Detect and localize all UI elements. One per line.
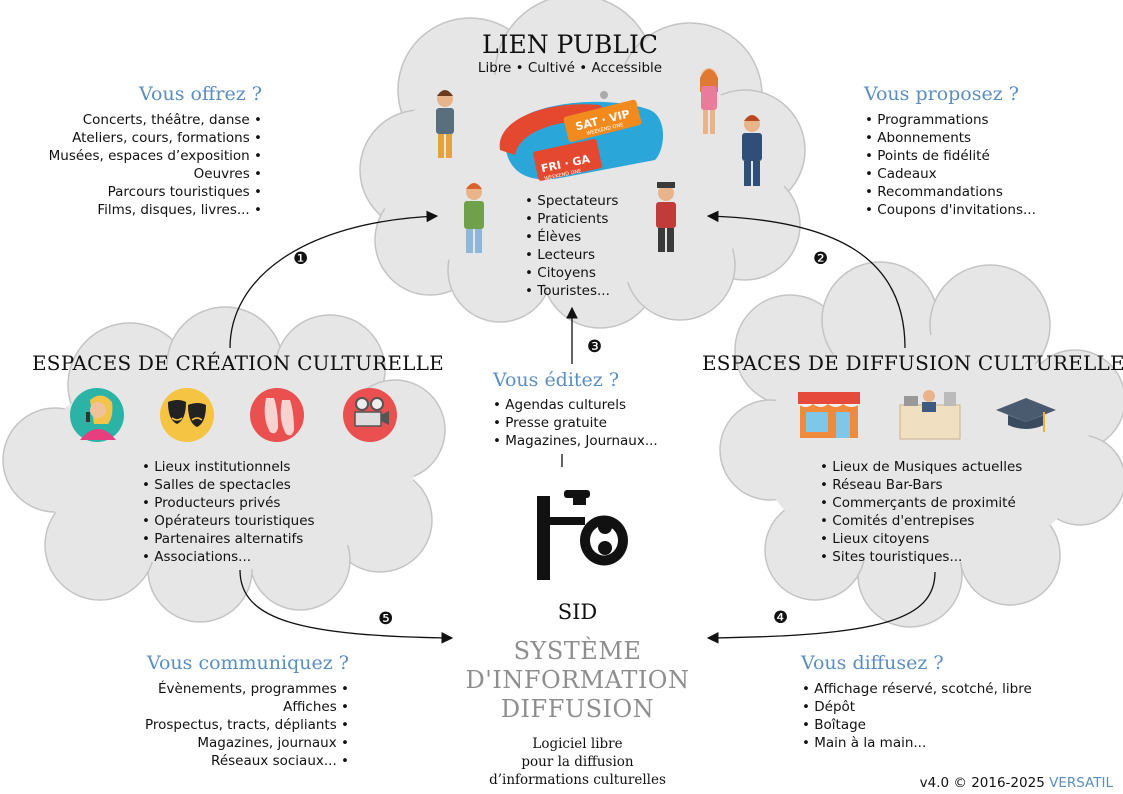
diffusion-list: Lieux de Musiques actuelles Réseau Bar-B… [820, 458, 1022, 566]
person-1-icon [436, 90, 454, 158]
sid-desc-line: Logiciel libre [532, 736, 623, 752]
list-item: Comités d'entrepises [820, 512, 1022, 530]
arrow-1 [229, 210, 439, 349]
list-item: Parcours touristiques [20, 183, 262, 201]
list-item: Lieux institutionnels [142, 458, 315, 476]
list-item: Salles de spectacles [142, 476, 315, 494]
list-item: Oeuvres [20, 165, 262, 183]
list-item: Cadeaux [865, 165, 1036, 183]
offer-heading: Vous offrez ? [139, 83, 262, 105]
communicate-heading: Vous communiquez ? [147, 652, 349, 674]
diffuse-heading: Vous diffusez ? [801, 652, 944, 674]
step-5-badge: ❺ [378, 609, 394, 629]
desk-icon [899, 390, 961, 440]
sid-logo-label: SID [557, 600, 598, 624]
list-item: Opérateurs touristiques [142, 512, 314, 530]
person-5-icon [656, 182, 676, 252]
sid-logo [537, 490, 628, 580]
communicate-list: Évènements, programmes Affiches Prospect… [60, 680, 349, 770]
list-item: Prospectus, tracts, dépliants [60, 716, 349, 734]
step-4-badge: ❹ [773, 608, 789, 628]
list-item: Évènements, programmes [60, 680, 349, 698]
list-item: Élèves [525, 228, 618, 246]
public-title: LIEN PUBLIC [482, 30, 658, 59]
step-2-badge: ❷ [813, 249, 829, 269]
list-item: Touristes... [525, 282, 618, 300]
list-item: Partenaires alternatifs [142, 530, 315, 548]
person-3-icon [742, 115, 762, 186]
list-item: Presse gratuite [493, 414, 658, 432]
diffusion-title: ESPACES DE DIFFUSION CULTURELLE [702, 351, 1123, 375]
list-item: Lieux de Musiques actuelles [820, 458, 1022, 476]
theater-masks-icon [160, 388, 214, 442]
list-item: Réseaux sociaux... [60, 752, 349, 770]
list-item: Réseau Bar-Bars [820, 476, 1022, 494]
creation-list: Lieux institutionnels Salles de spectacl… [142, 458, 315, 566]
shop-icon [798, 392, 860, 438]
sid-desc-line: pour la diffusion [521, 754, 634, 770]
list-item: Ateliers, cours, formations [20, 129, 262, 147]
list-item: Coupons d'invitations... [865, 201, 1036, 219]
person-4-icon [464, 183, 484, 253]
list-item: Commerçants de proximité [820, 494, 1022, 512]
list-item: Magazines, journaux [60, 734, 349, 752]
public-list: Spectateurs Praticients Élèves Lecteurs … [525, 192, 618, 300]
list-item: Recommandations [865, 183, 1036, 201]
sid-name-line: D'INFORMATION [465, 666, 690, 694]
list-item: Main à la main... [802, 734, 1032, 752]
list-item: Boîtage [802, 716, 1032, 734]
ballet-shoes-icon [250, 388, 304, 442]
list-item: Dépôt [802, 698, 1032, 716]
diffuse-list: Affichage réservé, scotché, libre Dépôt … [802, 680, 1032, 752]
offer-list: Concerts, théâtre, danse Ateliers, cours… [20, 111, 262, 219]
arrow-2 [706, 210, 906, 349]
list-item: Affiches [60, 698, 349, 716]
edit-heading: Vous éditez ? [493, 369, 620, 391]
edit-list: Agendas culturels Presse gratuite Magazi… [493, 396, 658, 450]
list-item: Praticients [525, 210, 618, 228]
list-item: Agendas culturels [493, 396, 658, 414]
list-item: Producteurs privés [142, 494, 315, 512]
list-item: Concerts, théâtre, danse [20, 111, 262, 129]
list-item: Films, disques, livres... [20, 201, 262, 219]
propose-list: Programmations Abonnements Points de fid… [865, 111, 1036, 219]
arrow-4 [706, 571, 936, 644]
list-item: Affichage réservé, scotché, libre [802, 680, 1032, 698]
arrow-5 [239, 569, 454, 644]
list-item: Magazines, Journaux... [493, 432, 657, 450]
footer-brand-link[interactable]: VERSATIL [1049, 775, 1113, 791]
footer-version: v4.0 © 2016-2025 [919, 775, 1045, 791]
singer-icon [70, 388, 124, 442]
list-item: Sites touristiques... [820, 548, 1022, 566]
sid-name-line: SYSTÈME [513, 637, 642, 665]
sid-description: Logiciel libre pour la diffusion d’infor… [470, 735, 685, 789]
step-1-badge: ❶ [293, 249, 309, 269]
list-item: Programmations [865, 111, 1036, 129]
graduation-cap-icon [996, 398, 1056, 432]
list-item: Citoyens [525, 264, 618, 282]
creation-title: ESPACES DE CRÉATION CULTURELLE [32, 351, 444, 375]
list-item: Points de fidélité [865, 147, 1036, 165]
list-item: Lieux citoyens [820, 530, 1022, 548]
step-3-badge: ❸ [587, 337, 603, 357]
list-item: Spectateurs [525, 192, 618, 210]
list-item: Lecteurs [525, 246, 618, 264]
sid-desc-line: d’informations culturelles [489, 772, 666, 788]
propose-heading: Vous proposez ? [864, 83, 1019, 105]
wristbands-image: FRI · GA WEEKEND ONE SAT · VIP WEEKEND O… [499, 91, 664, 182]
public-subtitle: Libre • Cultivé • Accessible [477, 60, 663, 76]
list-item: Abonnements [865, 129, 1036, 147]
sid-name-line: DIFFUSION [500, 695, 655, 723]
film-camera-icon [343, 388, 397, 442]
list-item: Associations... [142, 548, 315, 566]
list-item: Musées, espaces d’exposition [20, 147, 262, 165]
sid-name: SYSTÈME D'INFORMATION DIFFUSION [440, 637, 715, 724]
person-2-icon [700, 68, 718, 134]
footer: v4.0 © 2016-2025 VERSATIL [920, 775, 1113, 791]
